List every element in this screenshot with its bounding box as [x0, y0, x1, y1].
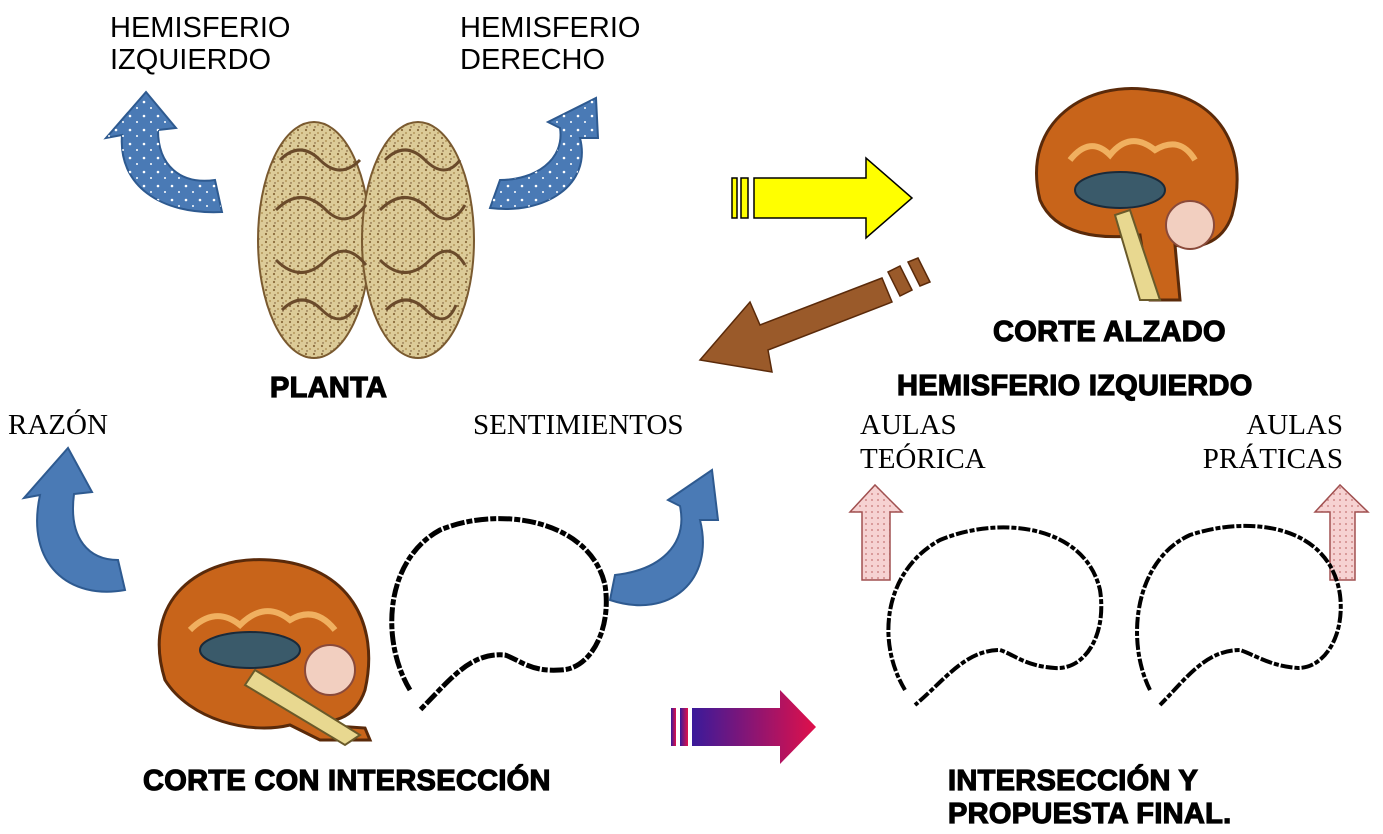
pink-arrow-left-icon: [848, 483, 904, 581]
label-corte-con-interseccion: CORTE CON INTERSECCIÓN: [142, 764, 551, 797]
label-hemisferio-izquierdo-top: HEMISFERIO IZQUIERDO: [110, 12, 291, 76]
brain-outline-center-image: [389, 516, 609, 712]
brain-sagittal-view-image: [1035, 87, 1239, 302]
curved-arrow-razon-icon: [21, 446, 127, 593]
pink-arrow-right-icon: [1313, 483, 1370, 581]
label-razon: RAZÓN: [8, 409, 108, 441]
curved-arrow-left-hemisphere-icon: [103, 90, 224, 214]
label-interseccion-propuesta-final: INTERSECCIÓN Y PROPUESTA FINAL.: [947, 764, 1232, 830]
label-aulas-praticas: AULAS PRÁTICAS: [1202, 409, 1343, 475]
curved-arrow-sentimientos-icon: [608, 468, 720, 607]
label-hemisferio-izquierdo: HEMISFERIO IZQUIERDO: [896, 369, 1253, 402]
brain-sagittal-intersection-image: [157, 558, 373, 747]
label-corte-alzado: CORTE ALZADO: [992, 315, 1226, 348]
label-sentimientos: SENTIMIENTOS: [473, 409, 684, 441]
label-hemisferio-derecho: HEMISFERIO DERECHO: [460, 12, 641, 76]
curved-arrow-right-hemisphere-icon: [488, 96, 600, 210]
yellow-arrow-icon: [731, 156, 914, 240]
purple-arrow-icon: [671, 690, 816, 764]
brain-outline-final-left-image: [886, 525, 1104, 707]
brown-arrow-icon: [698, 257, 932, 373]
label-aulas-teorica: AULAS TEÓRICA: [860, 409, 986, 475]
brain-outline-final-right-image: [1135, 523, 1343, 707]
brain-top-view-image: [257, 121, 475, 359]
label-planta: PLANTA: [269, 371, 388, 404]
